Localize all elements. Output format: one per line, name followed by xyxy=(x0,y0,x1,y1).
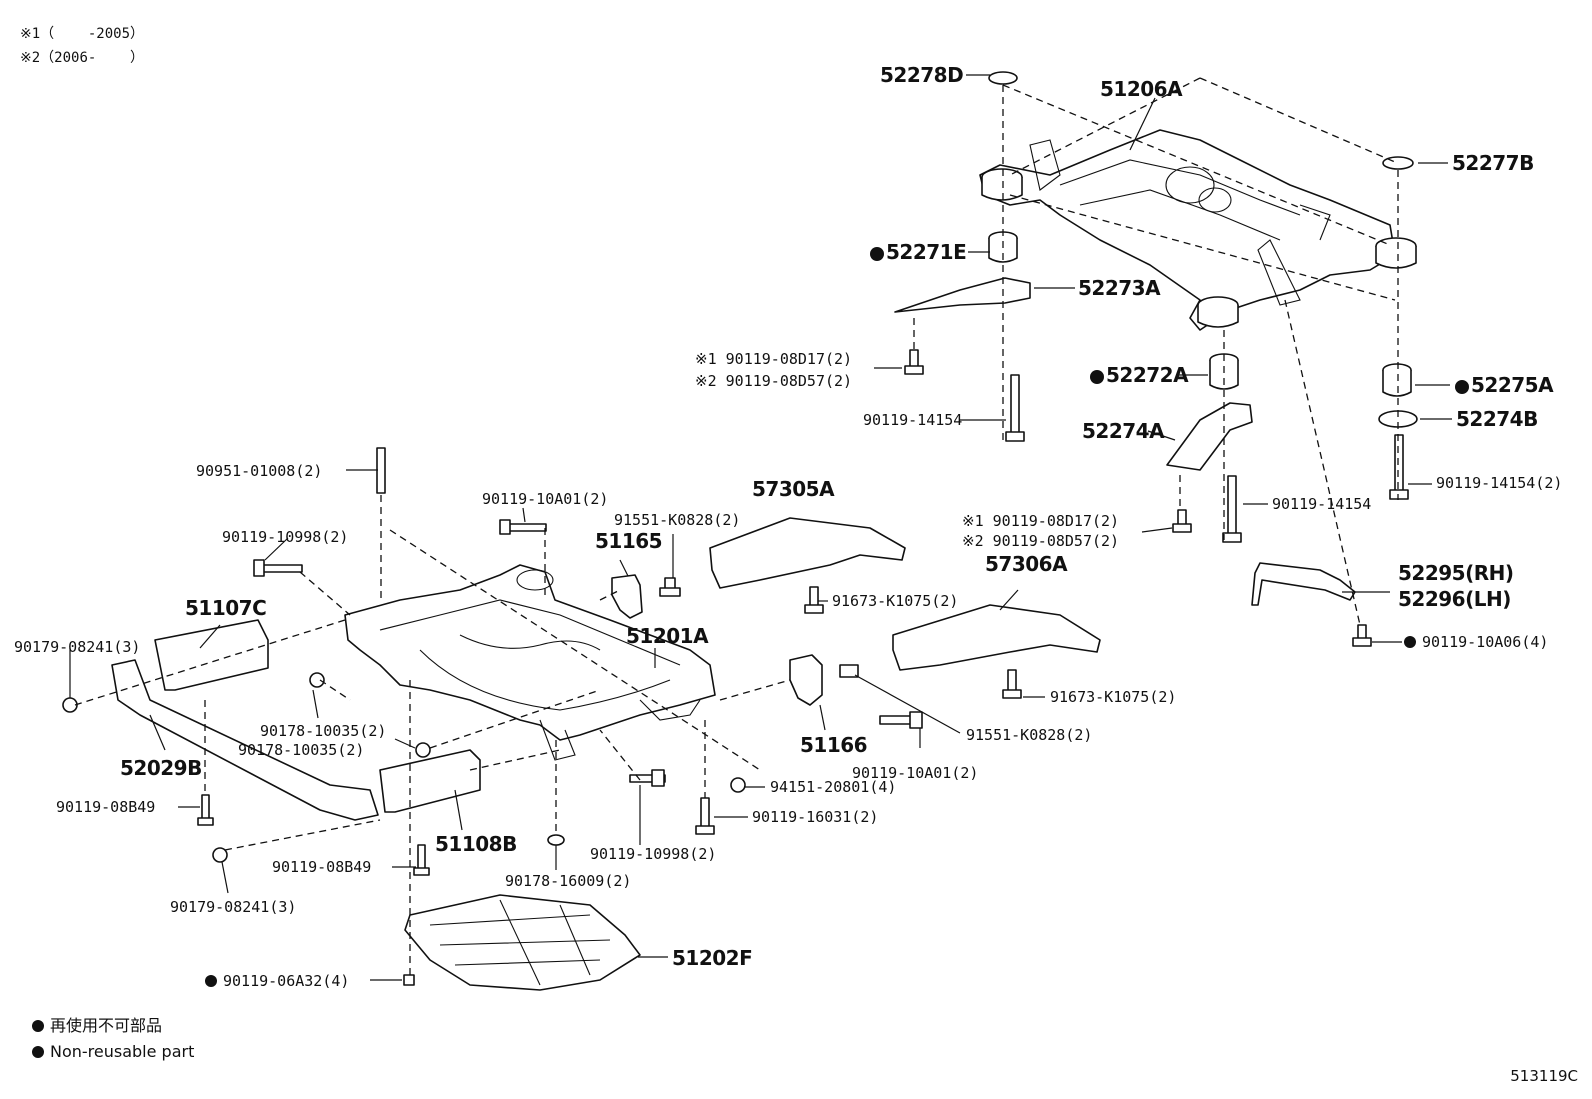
leader-lines xyxy=(69,74,1452,981)
brace-57306A xyxy=(892,604,1101,671)
stopper-52274A xyxy=(1166,402,1253,471)
label-90119-10A06: 90119-10A06(4) xyxy=(1404,633,1548,651)
rear-bushings xyxy=(981,168,1417,328)
note-range-1: ※1（ -2005） xyxy=(20,26,145,42)
diagram-code: 513119C xyxy=(1510,1067,1578,1085)
legend-non-reusable-jp: 再使用不可部品 xyxy=(32,1014,162,1038)
label-90119-06A32: 90119-06A32(4) xyxy=(205,972,349,990)
label-90119-10998-b: 90119-10998(2) xyxy=(590,845,717,863)
label-52271E: 52271E xyxy=(870,241,967,263)
bracket-51108B xyxy=(379,749,481,813)
label-90178-16009: 90178-16009(2) xyxy=(505,872,632,890)
label-90119-08D17-b: ※1 90119-08D17(2) xyxy=(962,512,1120,530)
label-52274A: 52274A xyxy=(1082,419,1165,443)
bracket-51166 xyxy=(789,654,823,706)
note-range-2: ※2（2006- ） xyxy=(20,50,145,66)
label-91551-K0828-a: 91551-K0828(2) xyxy=(614,511,741,529)
label-57305A: 57305A xyxy=(752,477,835,501)
bracket-51107C xyxy=(154,619,269,691)
label-52275A: 52275A xyxy=(1455,374,1554,396)
bushing-52275A xyxy=(1382,363,1412,397)
stopper-52273A xyxy=(894,277,1031,313)
label-90119-16031: 90119-16031(2) xyxy=(752,808,879,826)
label-51166: 51166 xyxy=(800,733,868,757)
label-51201A: 51201A xyxy=(626,624,709,648)
label-90119-14154-a: 90119-14154 xyxy=(863,411,963,429)
front-fasteners xyxy=(62,447,1022,986)
label-90119-08B49-b: 90119-08B49 xyxy=(272,858,372,876)
non-reusable-dot-icon xyxy=(870,247,884,261)
label-52029B: 52029B xyxy=(120,756,202,780)
non-reusable-dot-icon xyxy=(32,1020,44,1032)
label-90119-08D57-a: ※2 90119-08D57(2) xyxy=(695,372,853,390)
label-52278D: 52278D xyxy=(880,63,964,87)
member-52029B xyxy=(111,659,379,821)
label-90179-08241-a: 90179-08241(3) xyxy=(14,638,141,656)
non-reusable-dot-icon xyxy=(1090,370,1104,384)
label-90178-10035-a: 90178-10035(2) xyxy=(260,722,387,740)
label-90119-08D57-b: ※2 90119-08D57(2) xyxy=(962,532,1120,550)
label-90119-10998-a: 90119-10998(2) xyxy=(222,528,349,546)
label-91551-K0828-b: 91551-K0828(2) xyxy=(966,726,1093,744)
label-90951-01008: 90951-01008(2) xyxy=(196,462,323,480)
bushing-52271E xyxy=(988,231,1018,263)
label-90179-08241-b: 90179-08241(3) xyxy=(170,898,297,916)
label-51206A: 51206A xyxy=(1100,77,1183,101)
non-reusable-dot-icon xyxy=(205,975,217,987)
label-90119-08B49-a: 90119-08B49 xyxy=(56,798,156,816)
rear-bolts xyxy=(904,349,1409,647)
non-reusable-dot-icon xyxy=(1404,636,1416,648)
label-52296-lh: 52296(LH) xyxy=(1398,587,1511,611)
washer-52278D xyxy=(988,71,1018,85)
label-90119-08D17-a: ※1 90119-08D17(2) xyxy=(695,350,853,368)
bracket-51165 xyxy=(611,574,643,619)
label-52277B: 52277B xyxy=(1452,151,1534,175)
non-reusable-dot-icon xyxy=(32,1046,44,1058)
label-52272A: 52272A xyxy=(1090,364,1189,386)
legend-non-reusable-en: Non-reusable part xyxy=(32,1040,194,1064)
label-90119-14154-2: 90119-14154(2) xyxy=(1436,474,1563,492)
label-90119-10A01-b: 90119-10A01(2) xyxy=(852,764,979,782)
rear-subframe xyxy=(979,129,1396,331)
label-52295-rh: 52295(RH) xyxy=(1398,561,1514,585)
label-51107C: 51107C xyxy=(185,596,267,620)
label-52273A: 52273A xyxy=(1078,276,1161,300)
label-94151-20801: 94151-20801(4) xyxy=(770,778,897,796)
assembly-lines xyxy=(74,77,1399,975)
label-91673-K1075-a: 91673-K1075(2) xyxy=(832,592,959,610)
label-90119-14154-b: 90119-14154 xyxy=(1272,495,1372,513)
label-90178-10035-b: 90178-10035(2) xyxy=(238,741,365,759)
label-51165: 51165 xyxy=(595,529,663,553)
front-subframe xyxy=(344,564,716,761)
label-51108B: 51108B xyxy=(435,832,517,856)
label-51202F: 51202F xyxy=(672,946,753,970)
label-90119-10A01-a: 90119-10A01(2) xyxy=(482,490,609,508)
bushing-52272A xyxy=(1209,353,1239,390)
label-57306A: 57306A xyxy=(985,552,1068,576)
label-52274B: 52274B xyxy=(1456,407,1538,431)
brace-57305A xyxy=(709,517,906,589)
non-reusable-dot-icon xyxy=(1455,380,1469,394)
label-91673-K1075-b: 91673-K1075(2) xyxy=(1050,688,1177,706)
bracket-52295 xyxy=(1251,562,1356,606)
